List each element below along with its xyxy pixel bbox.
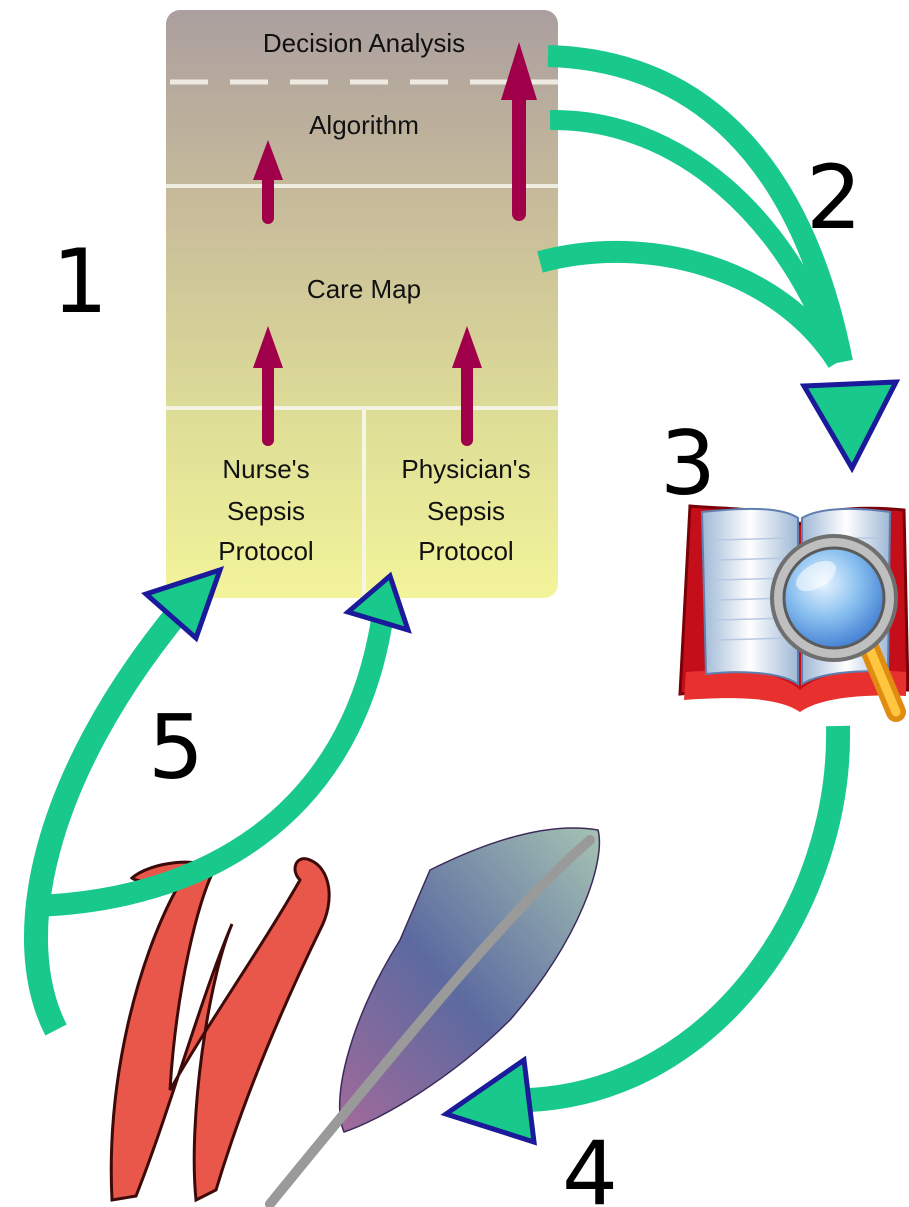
hierarchy-panel: Decision Analysis Algorithm Care Map Nur…: [166, 10, 558, 598]
protocol-line: Physician's: [401, 454, 530, 484]
level-decision-analysis: Decision Analysis: [263, 28, 465, 58]
step-number-4: 4: [562, 1122, 618, 1207]
green-arrows-to-research: [540, 56, 842, 362]
protocol-line: Protocol: [218, 536, 313, 566]
protocol-line: Protocol: [418, 536, 513, 566]
step-number-3: 3: [660, 412, 716, 515]
step-number-5: 5: [148, 696, 204, 799]
arrowhead-to-write: [446, 1060, 534, 1142]
book-magnifier-icon: [680, 506, 908, 712]
protocol-line: Sepsis: [427, 496, 505, 526]
step-number-2: 2: [806, 146, 862, 249]
arrowhead-to-research: [804, 382, 896, 468]
level-care-map: Care Map: [307, 274, 421, 304]
nurse-sepsis-protocol: Nurse's Sepsis Protocol: [218, 454, 313, 566]
protocol-line: Nurse's: [222, 454, 309, 484]
protocol-line: Sepsis: [227, 496, 305, 526]
step-number-1: 1: [52, 230, 108, 333]
green-arrows-to-protocols: [36, 610, 382, 1030]
level-algorithm: Algorithm: [309, 110, 419, 140]
